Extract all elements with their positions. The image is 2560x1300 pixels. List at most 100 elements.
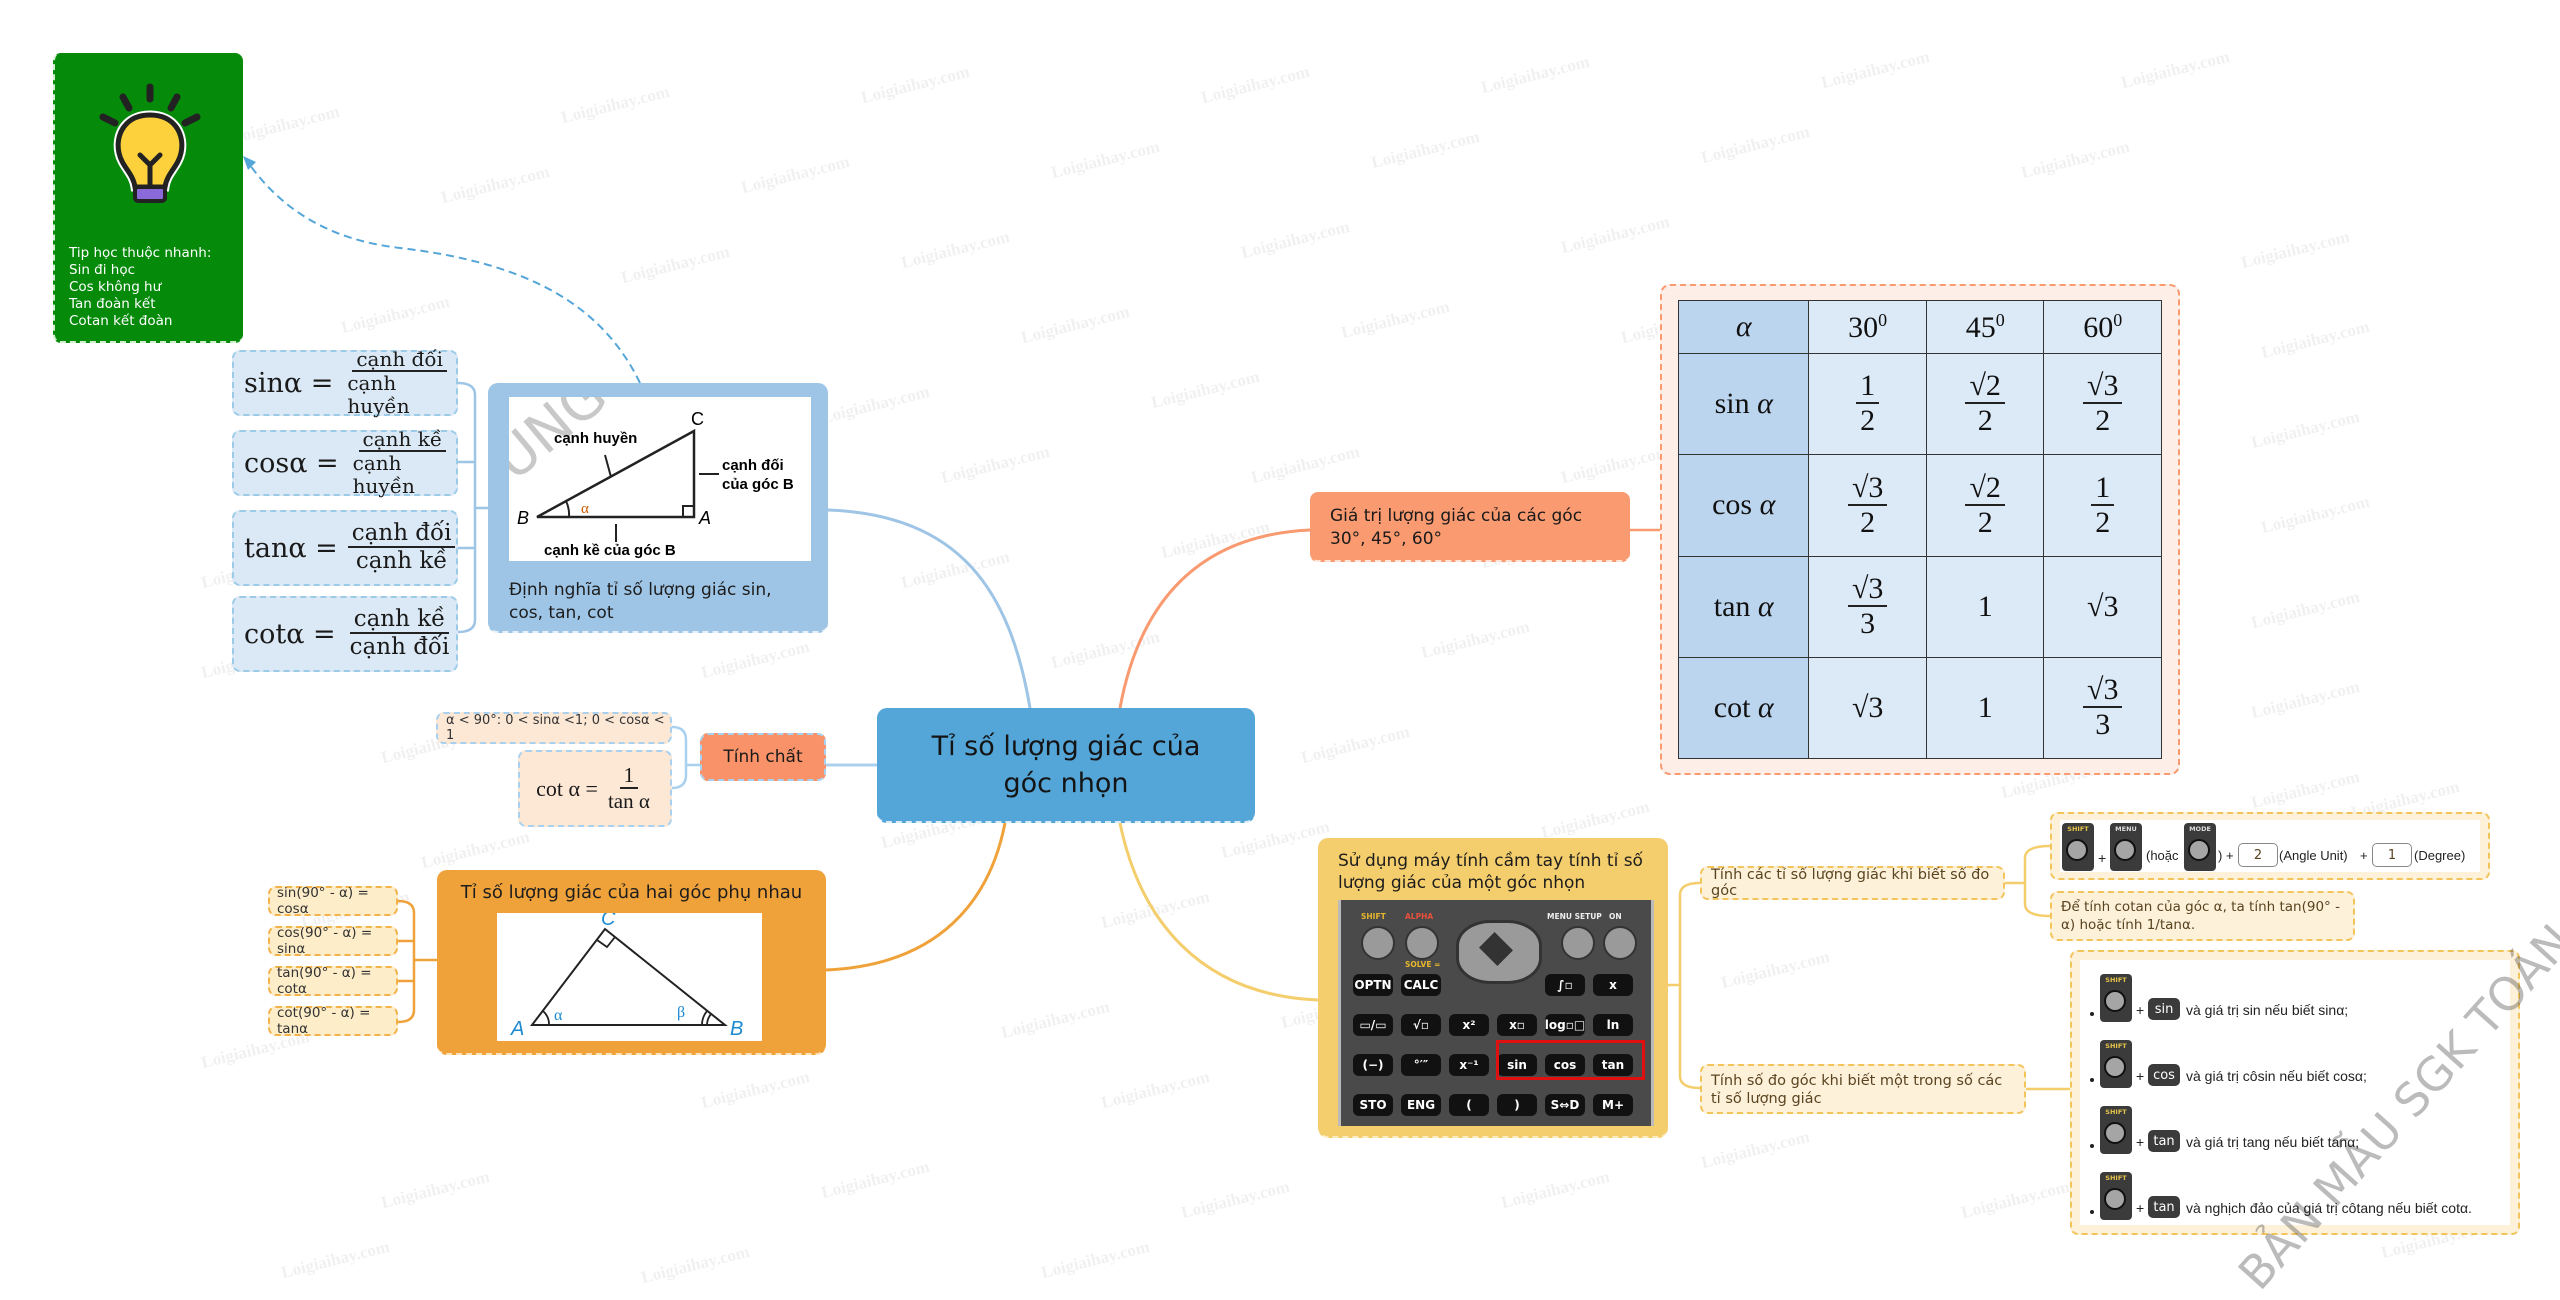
link-values (1118, 528, 1311, 709)
calc-key: OPTN (1353, 974, 1393, 996)
link-calculator (1118, 822, 1319, 1002)
bullet (2090, 1078, 2094, 1082)
values-node[interactable]: Giá trị lượng giác của các góc 30°, 45°,… (1310, 492, 1630, 562)
watermark-text: Loigiaihay.com (1019, 301, 1132, 348)
menu-key (1561, 926, 1595, 960)
watermark-text: Loigiaihay.com (1039, 1236, 1152, 1283)
key-label-menu: MENU SETUP (1547, 912, 1602, 921)
cell-value: 1 (1977, 690, 1993, 724)
numerator: √3 (2083, 673, 2123, 709)
key-value: 2 (2253, 847, 2263, 863)
header-cell: 450 (1925, 299, 2045, 355)
denominator: tan α (607, 788, 650, 813)
vertex-c: C (691, 409, 704, 429)
property-range[interactable]: α < 90°: 0 < sinα <1; 0 < cosα < 1 (436, 712, 672, 744)
degree-mode-keys[interactable]: SHIFT + MENU (hoặc MODE ) + 2 (Angle Uni… (2050, 812, 2490, 880)
table-header-row: α 300 450 600 (1677, 299, 2162, 355)
watermark-text: Loigiaihay.com (1539, 796, 1652, 843)
watermark-text: Loigiaihay.com (379, 1166, 492, 1213)
denominator: cạnh đối (349, 634, 450, 661)
key-label: MENU (2115, 825, 2137, 833)
subtopic-degree-to-ratio[interactable]: Tính các tỉ số lượng giác khi biết số đo… (1700, 866, 2005, 900)
watermark-text: Loigiaihay.com (1339, 296, 1452, 343)
definition-node[interactable]: UNG B A C α cạnh huyền cạnh đối của góc … (481, 362, 828, 633)
sample-stamp: BẢN MẪU SGK TOÁN (2227, 914, 2560, 1300)
complementary-formula[interactable]: tan(90° - α) = cotα (268, 965, 398, 997)
vertex-c: C (601, 913, 616, 930)
watermark-text: Loigiaihay.com (1049, 626, 1162, 673)
watermark-text: Loigiaihay.com (1699, 1126, 1812, 1173)
watermark-text: Loigiaihay.com (639, 1241, 752, 1288)
key-1: 1 (2372, 843, 2412, 867)
shift-key-icon: SHIFT (2100, 974, 2132, 1022)
formula-text: cot(90° - α) = tanα (277, 1005, 371, 1037)
calculator-node[interactable]: Sử dụng máy tính cầm tay tính tỉ số lượn… (1318, 838, 1668, 1138)
shift-key (1361, 926, 1395, 960)
denominator: 3 (2095, 708, 2111, 742)
bracket-complementary (397, 899, 437, 1024)
shift-key-icon: SHIFT (2062, 823, 2094, 871)
right-angle-mark (596, 936, 616, 949)
angle-beta: β (677, 1004, 685, 1021)
table-cell: √3 (2043, 555, 2162, 658)
watermark-text: Loigiaihay.com (2119, 46, 2232, 93)
complementary-node[interactable]: Tỉ số lượng giác của hai góc phụ nhau A … (437, 870, 826, 1055)
key-2: 2 (2238, 843, 2278, 867)
key-label: SHIFT (2105, 976, 2127, 984)
watermark-text: Loigiaihay.com (1479, 51, 1592, 98)
header-cell: 300 (1808, 299, 1927, 355)
vertex-a: A (698, 508, 711, 528)
right-angle-mark (682, 505, 694, 517)
properties-node[interactable]: Tính chất (700, 733, 826, 781)
watermark-text: Loigiaihay.com (1149, 366, 1262, 413)
numerator: cạnh kề (358, 428, 447, 452)
watermark-text: Loigiaihay.com (899, 226, 1012, 273)
formula-lhs: tanα = (244, 532, 338, 564)
key-sequence: SHIFT + MENU (hoặc MODE ) + 2 (Angle Uni… (2060, 820, 2480, 872)
watermark-text: Loigiaihay.com (699, 636, 812, 683)
numerator: cạnh kề (349, 606, 450, 635)
complementary-formula[interactable]: cos(90° - α) = sinα (268, 925, 398, 957)
watermark-text: Loigiaihay.com (939, 441, 1052, 488)
plus-sign: + (2226, 848, 2234, 863)
triangle-shape (529, 927, 728, 1026)
cotan-note[interactable]: Để tính cotan của góc α, ta tính tan(90°… (2050, 891, 2355, 941)
denominator: cạnh huyền (352, 451, 415, 498)
row-function: cot α (1677, 656, 1810, 760)
watermark-text: Loigiaihay.com (419, 826, 532, 873)
denominator: 2 (1977, 505, 1993, 539)
opposite-label-line2: của góc B (722, 476, 794, 493)
subtopic-ratio-to-degree[interactable]: Tính số đo góc khi biết một trong số các… (1700, 1064, 2026, 1114)
key-label: SHIFT (2105, 1108, 2127, 1116)
central-topic[interactable]: Tỉ số lượng giác của góc nhọn (877, 708, 1255, 823)
calc-key: √▫ (1401, 1014, 1441, 1036)
watermark-text: Loigiaihay.com (1369, 126, 1482, 173)
calc-key: x² (1449, 1014, 1489, 1036)
bullet (2090, 1210, 2094, 1214)
watermark-text: Loigiaihay.com (1819, 46, 1932, 93)
denominator: 3 (1860, 606, 1876, 640)
watermark-text: Loigiaihay.com (739, 151, 852, 198)
complementary-formula[interactable]: cot(90° - α) = tanα (268, 1005, 398, 1037)
angle-beta-arc-2 (701, 1010, 708, 1026)
bracket-properties (671, 725, 700, 790)
adjacent-label: cạnh kề của góc B (544, 542, 676, 559)
complementary-formula[interactable]: sin(90° - α) = cosα (268, 885, 398, 917)
values-label: Giá trị lượng giác của các góc 30°, 45°,… (1330, 506, 1583, 549)
watermark-text: Loigiaihay.com (1499, 1166, 1612, 1213)
watermark-text: Loigiaihay.com (2019, 136, 2132, 183)
function-key-icon: sin (2148, 998, 2180, 1020)
